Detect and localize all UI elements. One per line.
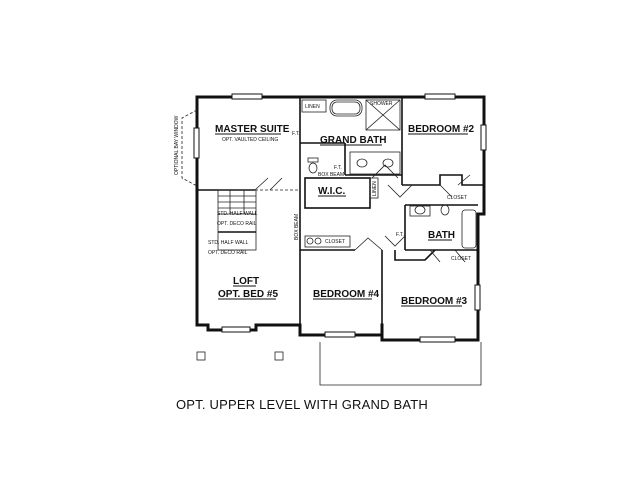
room-bedroom-4: BEDROOM #4	[313, 289, 380, 300]
room-bedroom-2: BEDROOM #2	[408, 124, 475, 135]
room-grand-bath: GRAND BATH	[320, 135, 386, 146]
box-beam-label-2: BOX BEAM	[294, 214, 300, 240]
windows	[193, 93, 487, 343]
shower-label: SHOWER	[370, 101, 393, 107]
room-loft: LOFT	[233, 276, 259, 287]
closet-label-3: CLOSET	[451, 256, 471, 262]
std-half-wall-2: STD. HALF WALL	[208, 240, 249, 246]
linen-label: LINEN	[305, 104, 320, 110]
post-right	[274, 351, 284, 361]
fixtures	[301, 99, 477, 249]
bay-window-label: OPTIONAL BAY WINDOW	[174, 115, 180, 175]
room-wic: W.I.C.	[318, 186, 345, 197]
room-master-note: OPT. VAULTED CEILING	[222, 137, 278, 143]
linen-label-2: LINEN	[372, 181, 378, 196]
ft-label-2: F.T.	[334, 165, 342, 171]
plan-caption: OPT. UPPER LEVEL WITH GRAND BATH	[176, 397, 428, 412]
interior-walls	[197, 97, 484, 335]
room-master-suite: MASTER SUITE	[215, 124, 290, 135]
optional-bay-window: OPTIONAL BAY WINDOW	[174, 109, 198, 187]
room-bath: BATH	[428, 230, 455, 241]
ft-label-3: F.T.	[396, 232, 404, 238]
opt-deco-rail-1: OPT. DECO RAIL	[217, 221, 257, 227]
closet-label-1: CLOSET	[447, 195, 467, 201]
box-beam-label: BOX BEAM	[318, 172, 344, 178]
room-bedroom-3: BEDROOM #3	[401, 296, 468, 307]
ft-label-1: F.T.	[292, 131, 300, 137]
room-labels: MASTER SUITE OPT. VAULTED CEILING GRAND …	[215, 124, 475, 307]
opt-deco-rail-2: OPT. DECO RAIL	[208, 250, 248, 256]
room-opt-bed-5: OPT. BED #5	[218, 289, 278, 300]
post-left	[196, 351, 206, 361]
closet-label-2: CLOSET	[325, 239, 345, 245]
stairs	[217, 189, 257, 251]
annotations: LINEN SHOWER F.T. F.T. BOX BEAM BOX BEAM…	[208, 101, 471, 262]
doors	[254, 164, 471, 263]
std-half-wall-1: STD. HALF WALL	[217, 211, 258, 217]
lower-roof-outline	[319, 342, 482, 386]
